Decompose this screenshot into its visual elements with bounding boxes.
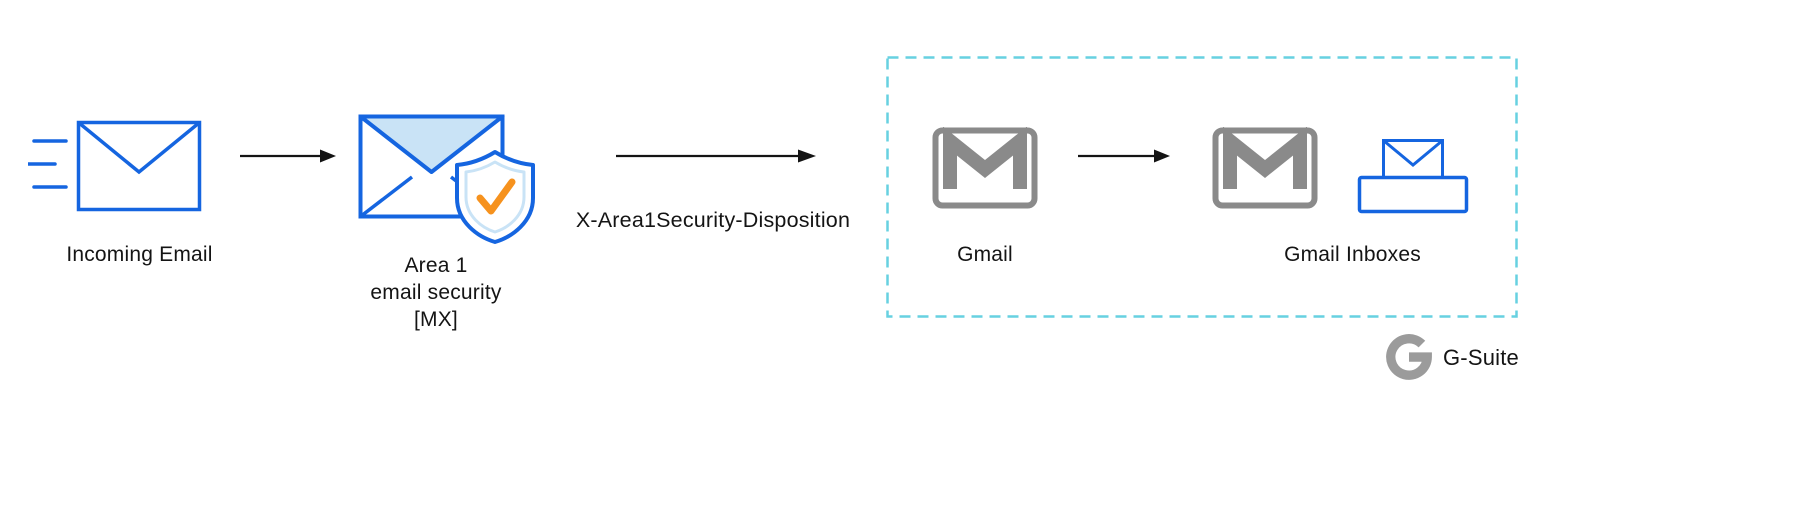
speed-lines-icon <box>28 139 68 189</box>
gmail-icon <box>932 127 1038 209</box>
inbox-tray-icon <box>1357 139 1469 214</box>
disposition-header-label: X-Area1Security-Disposition <box>575 208 851 232</box>
checkmark-icon <box>476 178 516 215</box>
area1-label-line1: Area 1 <box>404 254 468 277</box>
gmail-label: Gmail <box>957 243 1013 266</box>
arrow-right-icon <box>240 149 336 163</box>
incoming-email-label: Incoming Email <box>66 243 213 266</box>
gsuite-boundary-box <box>886 56 1518 318</box>
envelope-icon <box>1382 139 1444 184</box>
area1-label-line3: [MX] <box>414 308 458 331</box>
shield-check-icon <box>455 150 535 244</box>
area1-label: Area 1 email security [MX] <box>346 252 526 333</box>
gsuite-brand-label: G-Suite <box>1443 345 1519 370</box>
arrow-right-icon <box>616 149 816 163</box>
tray-icon <box>1357 175 1469 214</box>
gmail-inboxes-label: Gmail Inboxes <box>1284 243 1421 266</box>
incoming-email-icon <box>28 120 202 212</box>
envelope-icon <box>76 120 202 212</box>
area1-label-line2: email security <box>370 281 502 304</box>
gmail-icon <box>1212 127 1318 209</box>
g-logo-icon <box>1386 334 1432 380</box>
arrow-right-icon <box>1078 149 1170 163</box>
area1-security-icon <box>358 114 535 244</box>
